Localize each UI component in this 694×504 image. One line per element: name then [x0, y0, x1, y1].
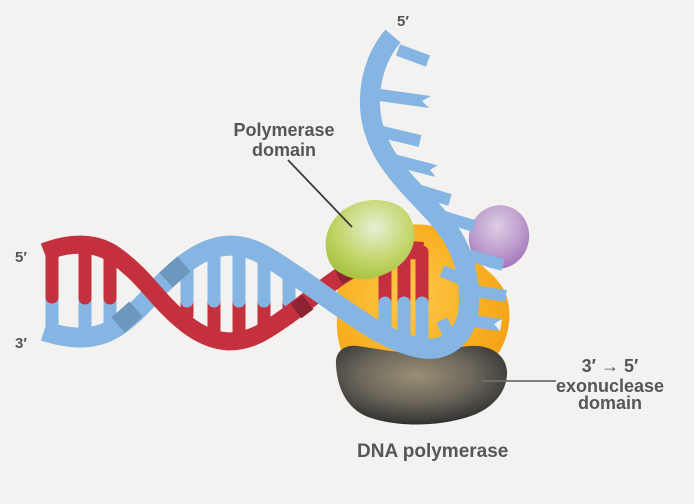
exonuclease-label-line1: 3′ → 5′ [582, 356, 639, 376]
polymerase-domain-label-line2: domain [252, 140, 316, 160]
diagram-caption: DNA polymerase [357, 441, 508, 462]
exonuclease-domain-blob [335, 345, 508, 425]
polymerase-domain-label-line1: Polymerase [233, 120, 334, 140]
polymerase-domain-label: Polymerase domain [233, 120, 334, 160]
accessory-domain-blob [468, 205, 530, 269]
template-strand-base-notches [422, 96, 502, 331]
base-pair-rungs-eye1 [45, 239, 117, 341]
exonuclease-label-line2: exonuclease [556, 376, 664, 396]
template-pairing-bases [378, 296, 429, 355]
strand-crossing-shadow-blue [111, 256, 191, 333]
base-pair-rungs-eye2 [180, 243, 296, 347]
helix-3-prime-label: 3′ [15, 335, 27, 352]
polymerase-domain-leader-line [287, 159, 353, 228]
template-5-prime-label: 5′ [397, 13, 409, 30]
template-strand-overlay [286, 264, 479, 359]
exonuclease-domain-label: 3′ → 5′ exonuclease domain [556, 356, 664, 413]
exonuclease-label-line3: domain [578, 393, 642, 413]
polymerase-domain-blob [325, 200, 415, 280]
helix-5-prime-label: 5′ [15, 249, 27, 266]
